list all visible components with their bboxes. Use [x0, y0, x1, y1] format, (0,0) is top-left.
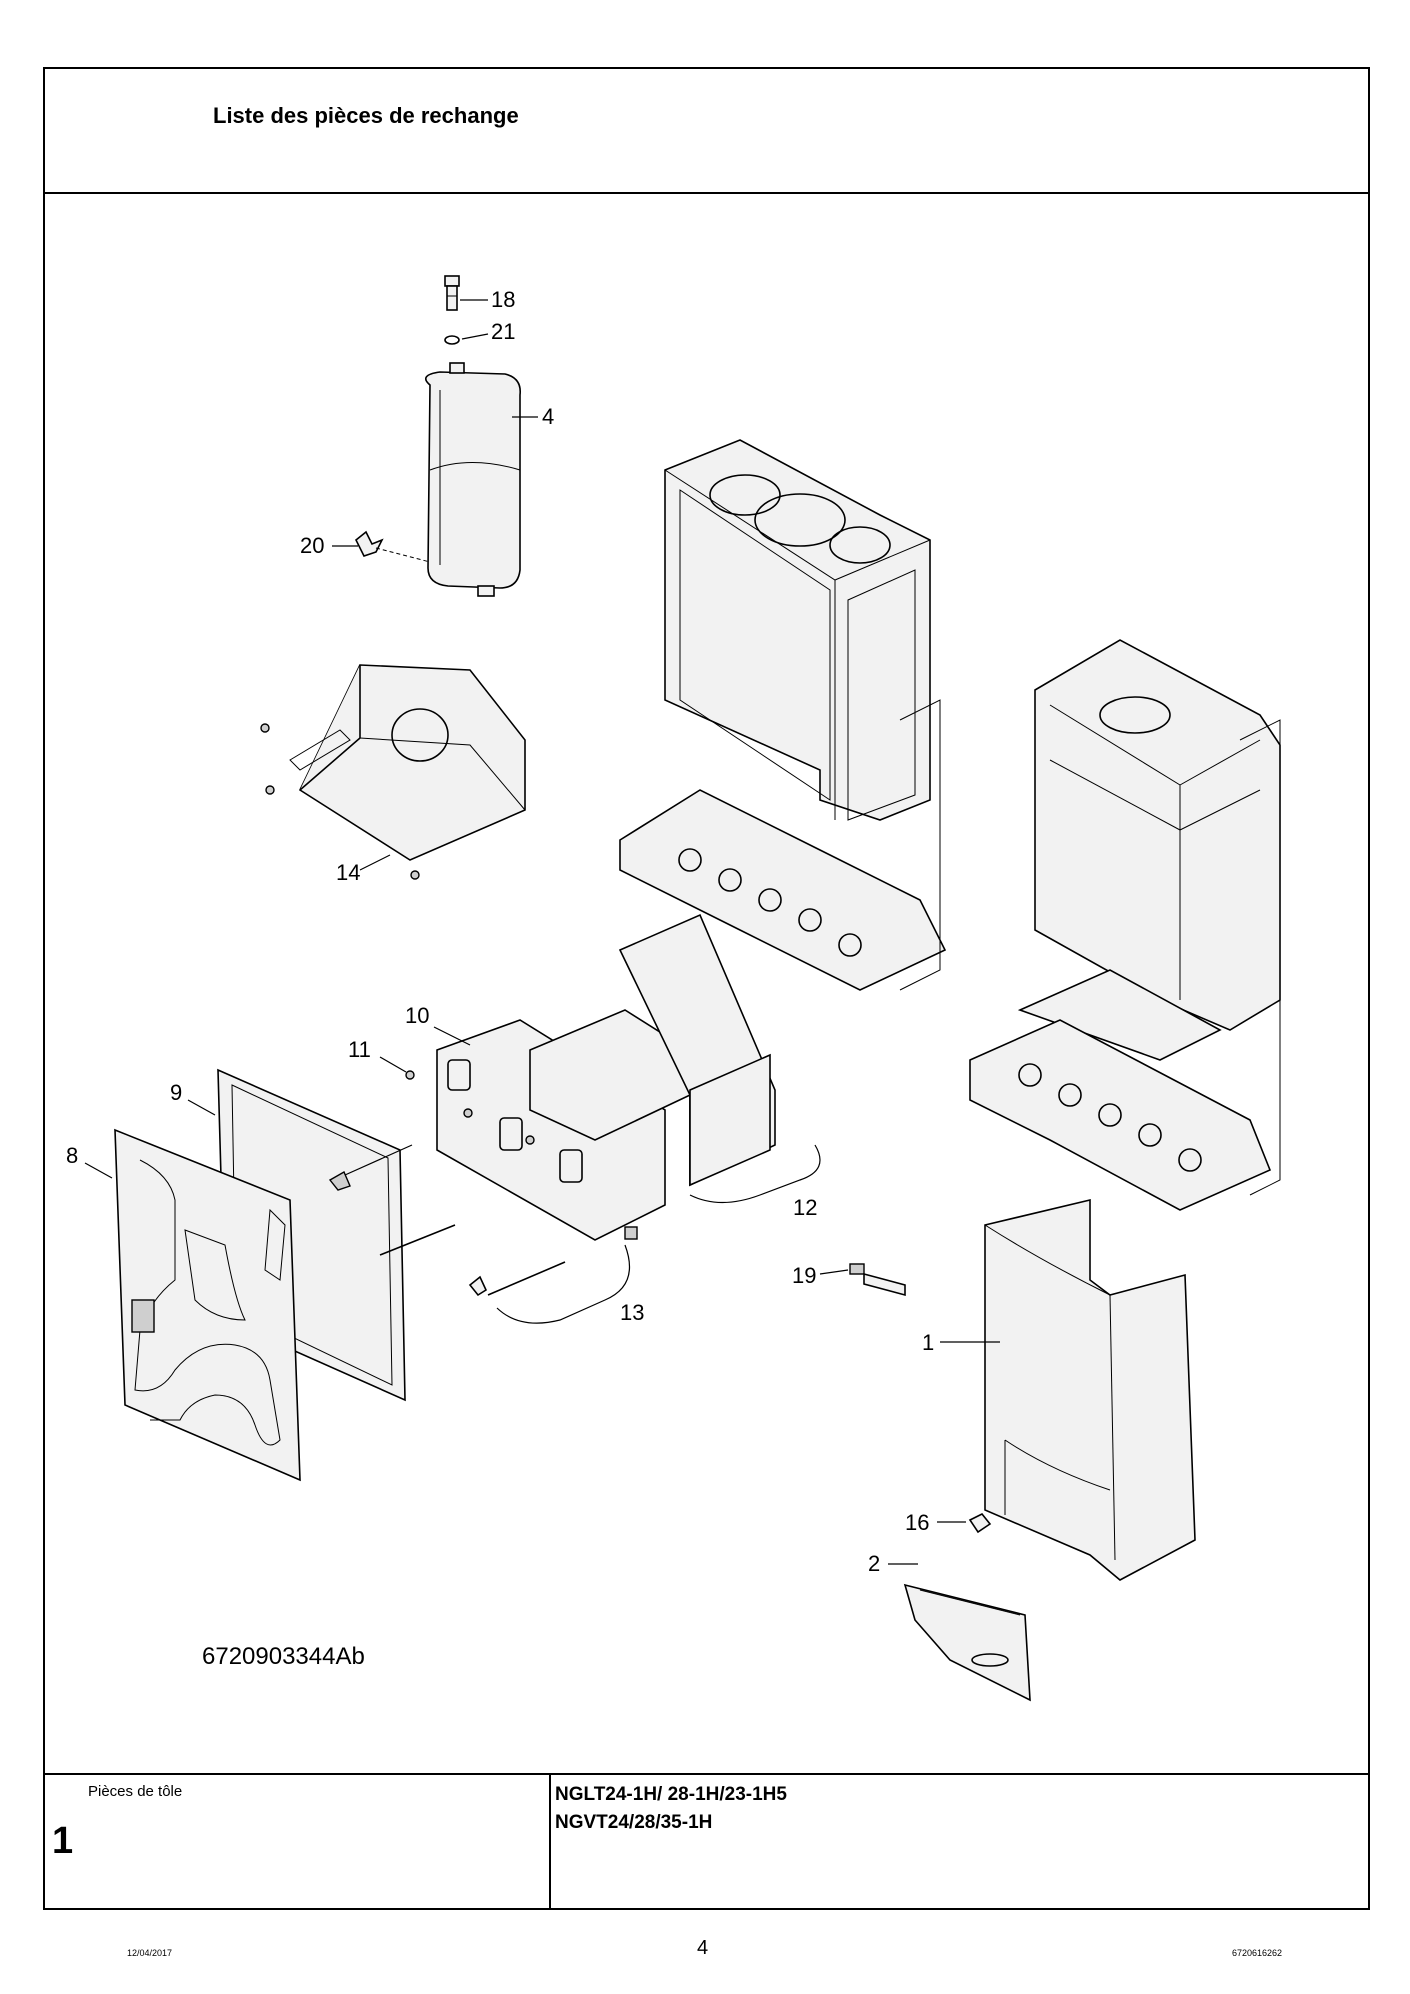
part-12-combustion-chamber [529, 913, 821, 1204]
chassis-frame-lower [969, 639, 1281, 1211]
chassis-frame-upper [619, 439, 947, 991]
page-title: Liste des pièces de rechange [213, 103, 519, 128]
callout-4: 4 [542, 404, 554, 429]
section-number: 1 [52, 1820, 74, 1862]
callout-21: 21 [491, 319, 515, 344]
part-2-lower-fascia [903, 1583, 1031, 1702]
callout-18: 18 [491, 287, 515, 312]
section-name: Pièces de tôle [88, 1783, 183, 1800]
callout-10: 10 [405, 1003, 429, 1028]
part-13-fixing-kit [379, 1224, 638, 1324]
leader-lines [84, 299, 1000, 1565]
part-20-wing-nut [354, 530, 431, 563]
footer-divider [43, 1773, 1370, 1775]
part-18-bleed-valve [444, 275, 460, 311]
callout-9: 9 [170, 1080, 182, 1105]
part-14-tray [260, 664, 526, 880]
callout-2: 2 [868, 1551, 880, 1576]
part-21-o-ring [444, 335, 460, 345]
callout-8: 8 [66, 1143, 78, 1168]
page-frame [43, 67, 1370, 1910]
footer-reference: 6720616262 [1232, 1948, 1283, 1958]
header-divider [43, 192, 1370, 194]
part-4-expansion-vessel [424, 362, 522, 597]
callout-1: 1 [922, 1330, 934, 1355]
page-number: 4 [697, 1937, 709, 1959]
callout-16: 16 [905, 1510, 929, 1535]
callout-12: 12 [793, 1195, 817, 1220]
callout-20: 20 [300, 533, 324, 558]
callout-11: 11 [348, 1037, 371, 1062]
model-line-1: NGLT24-1H/ 28-1H/23-1H5 [555, 1784, 787, 1805]
part-16-clip [968, 1512, 992, 1534]
drawing-number: 6720903344Ab [202, 1643, 365, 1670]
callout-19: 19 [792, 1263, 816, 1288]
part-1-outer-casing [984, 1198, 1196, 1581]
part-8-front-cover [114, 1128, 301, 1482]
part-19-badge [849, 1263, 906, 1297]
footer-date: 12/04/2017 [127, 1948, 173, 1958]
callout-14: 14 [336, 860, 360, 885]
callout-13: 13 [620, 1300, 644, 1325]
footer-column-divider [549, 1773, 551, 1910]
exploded-parts-diagram: 18 21 4 20 14 10 11 9 8 12 13 19 1 16 2 … [45, 195, 1368, 1775]
model-line-2: NGVT24/28/35-1H [555, 1812, 713, 1833]
